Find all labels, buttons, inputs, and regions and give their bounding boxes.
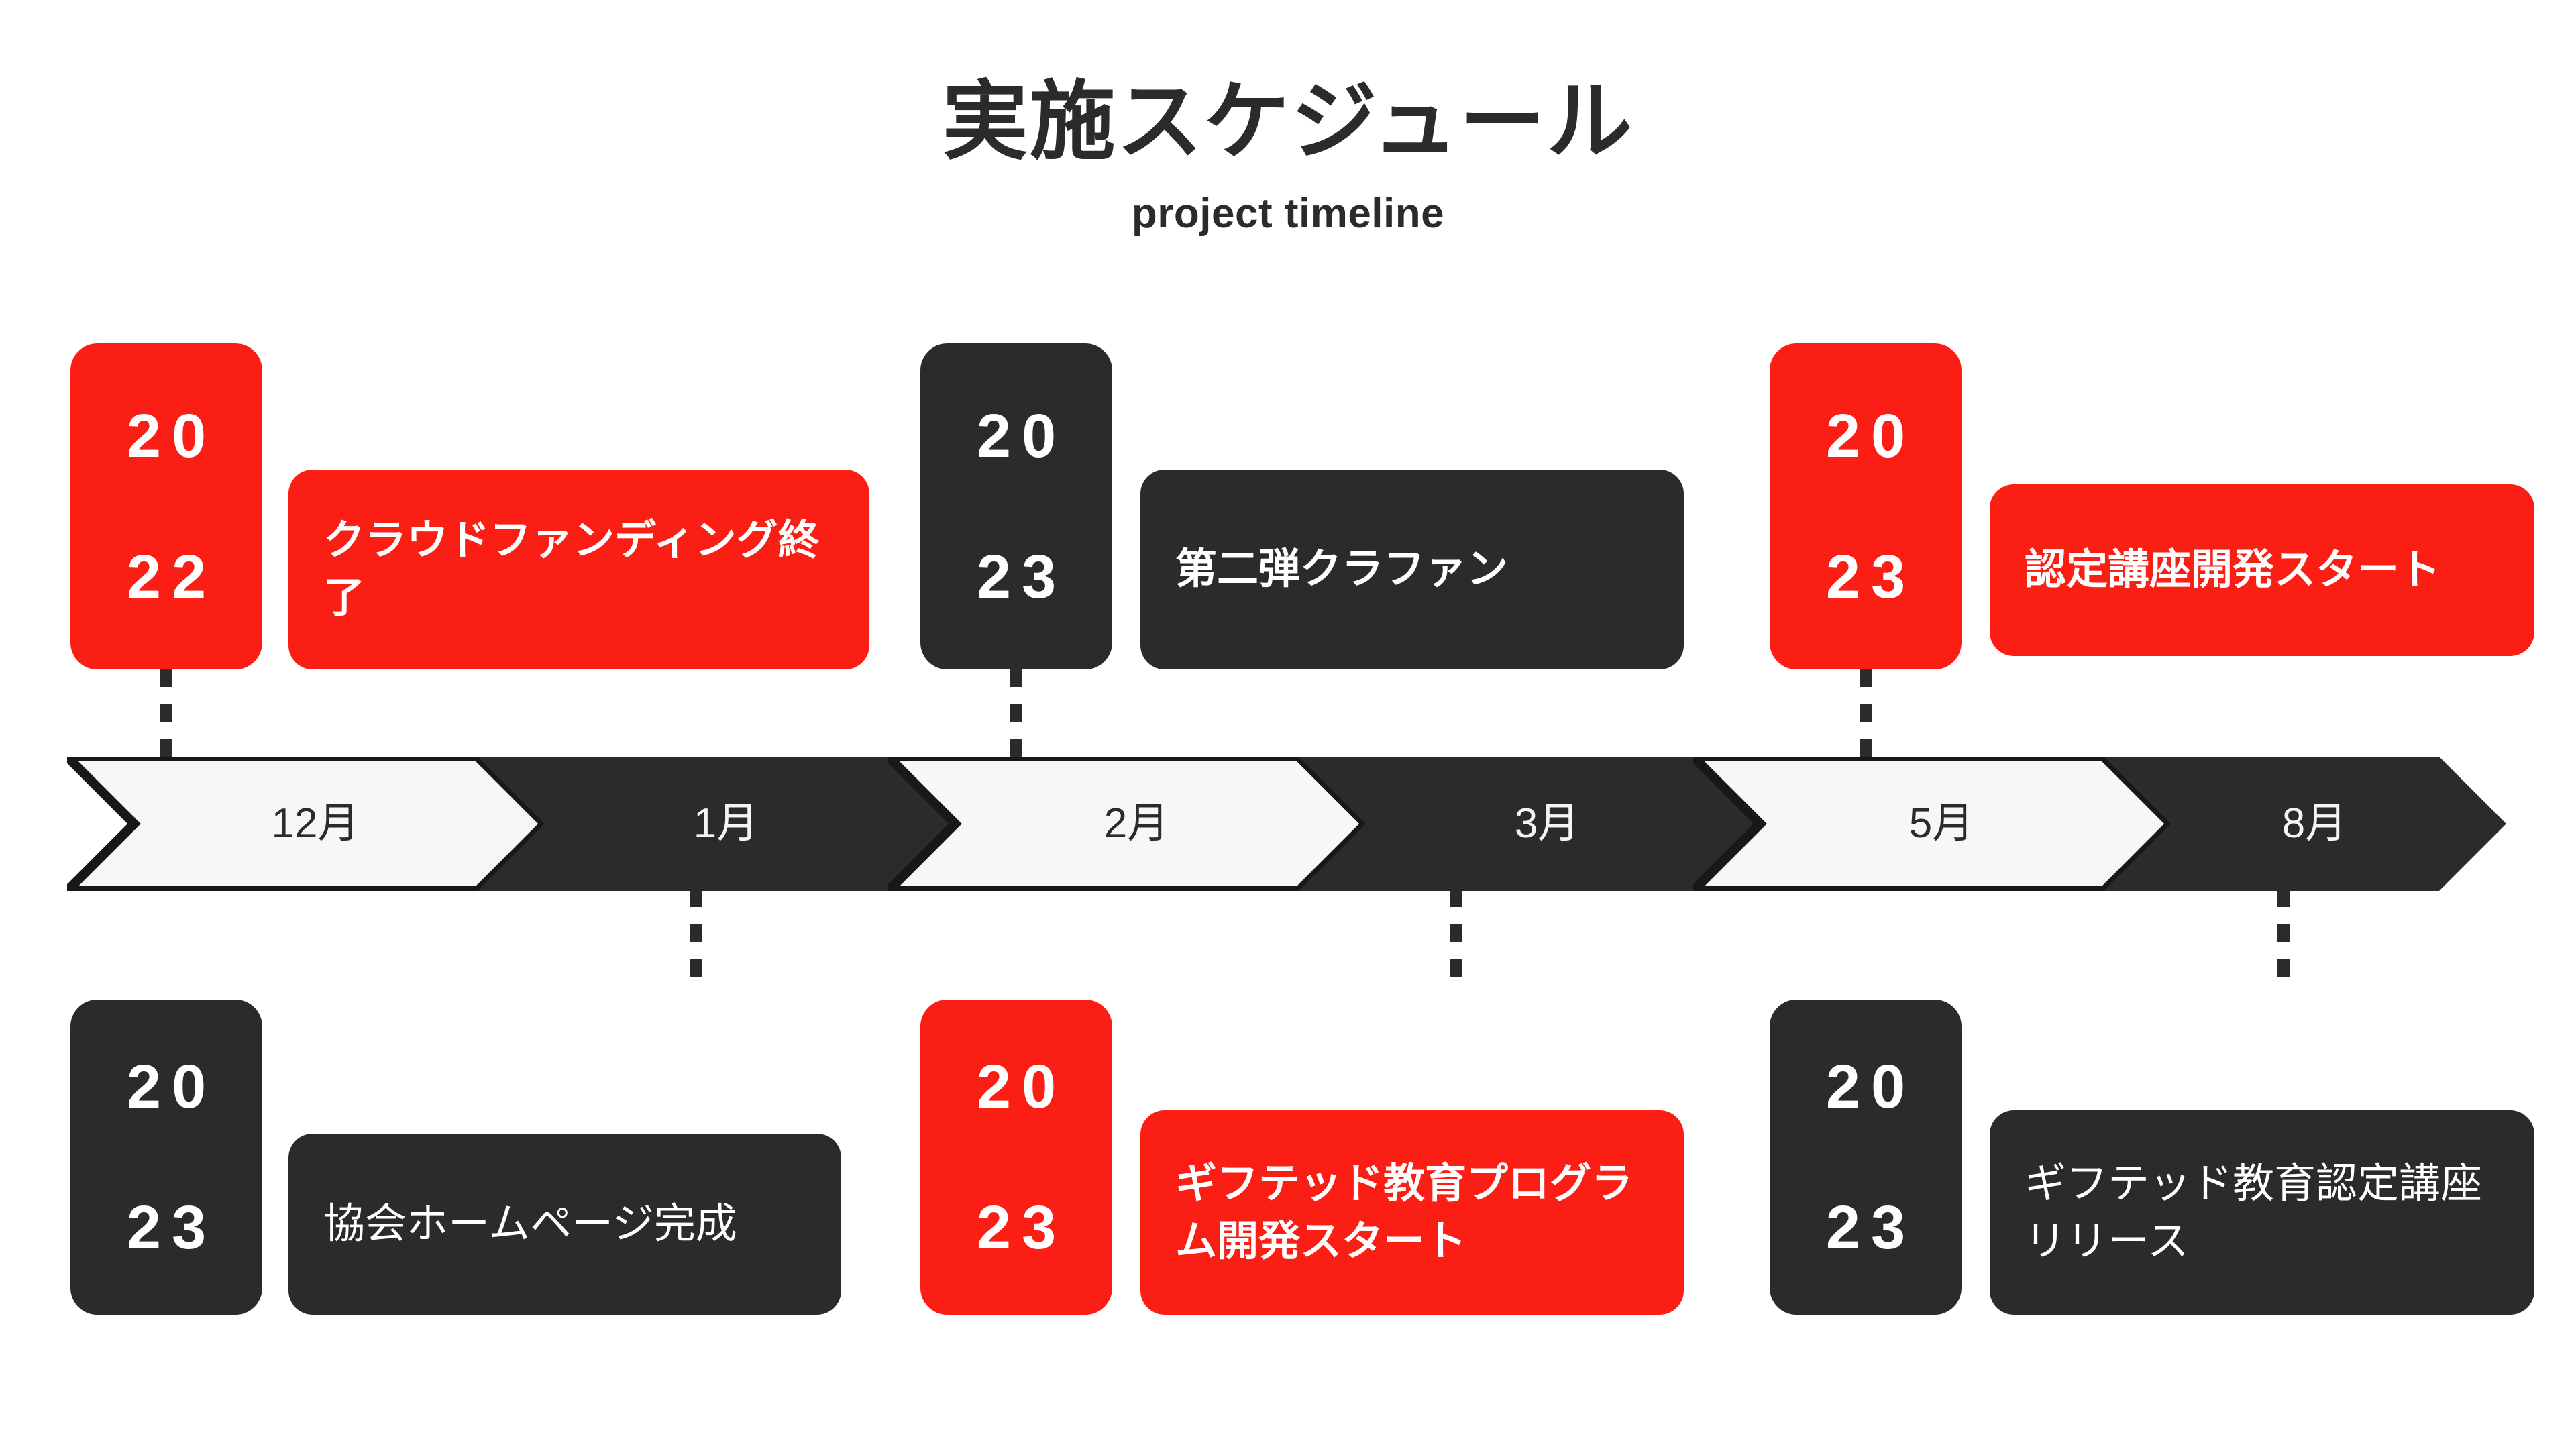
- year-badge-bottom-3: 20 23: [1770, 1000, 1962, 1315]
- timeline-month-3[interactable]: 3月: [1299, 757, 1776, 891]
- milestone-label-bottom-2: ギフテッド教育プログラム開発スタート: [1175, 1160, 1633, 1265]
- year-badge-top-2-line1: 20: [976, 402, 1067, 470]
- timeline-month-1[interactable]: 1月: [478, 757, 955, 891]
- year-badge-bottom-2-line2: 23: [976, 1193, 1067, 1262]
- timeline-month-label-1: 1月: [693, 800, 759, 847]
- chevron-shape-dark: [478, 757, 955, 891]
- milestone-label-top-2: 第二弾クラファン: [1175, 546, 1509, 593]
- milestone-card-top-1[interactable]: クラウドファンディング終了: [288, 470, 869, 669]
- connector-bottom-2: [1450, 890, 1462, 990]
- year-badge-bottom-1-line2: 23: [126, 1193, 217, 1262]
- chevron-shape-light: [67, 757, 545, 891]
- connector-top-1: [160, 669, 172, 761]
- timeline-month-label-3: 3月: [1514, 800, 1580, 847]
- milestone-label-bottom-3: ギフテッド教育認定講座リリース: [2025, 1160, 2483, 1265]
- year-badge-top-1-line2: 22: [126, 543, 217, 611]
- timeline-month-label-12: 12月: [271, 800, 360, 847]
- connector-bottom-1: [690, 890, 702, 990]
- milestone-label-bottom-1: 協会ホームページ完成: [323, 1201, 737, 1248]
- year-badge-bottom-1-line1: 20: [126, 1053, 217, 1121]
- timeline-month-label-8: 8月: [2282, 800, 2347, 847]
- chevron-shape-light: [1693, 757, 2171, 891]
- timeline-month-2[interactable]: 2月: [888, 757, 1366, 891]
- chevron-shape-dark-end: [2104, 757, 2506, 891]
- year-badge-bottom-1: 20 23: [70, 1000, 262, 1315]
- year-badge-bottom-3-line2: 23: [1825, 1193, 1917, 1262]
- year-badge-top-1: 20 22: [70, 343, 262, 669]
- page-title: 実施スケジュール: [942, 74, 1634, 170]
- milestone-label-top-3: 認定講座開発スタート: [2025, 547, 2441, 594]
- year-badge-top-1-line1: 20: [126, 402, 217, 470]
- chevron-shape-dark: [1299, 757, 1776, 891]
- milestone-card-bottom-1[interactable]: 協会ホームページ完成: [288, 1134, 841, 1315]
- header: 実施スケジュール project timeline: [0, 0, 2576, 235]
- timeline-month-5[interactable]: 5月: [1693, 757, 2171, 891]
- year-badge-top-2: 20 23: [920, 343, 1112, 669]
- page-subtitle: project timeline: [1131, 191, 1445, 237]
- milestone-label-top-1: クラウドファンディング終了: [323, 517, 820, 621]
- year-badge-top-3: 20 23: [1770, 343, 1962, 669]
- year-badge-bottom-2-line1: 20: [976, 1053, 1067, 1121]
- year-badge-top-2-line2: 23: [976, 543, 1067, 611]
- timeline-month-label-2: 2月: [1104, 800, 1169, 847]
- year-badge-bottom-3-line1: 20: [1825, 1053, 1917, 1121]
- milestone-card-top-2[interactable]: 第二弾クラファン: [1140, 470, 1684, 669]
- timeline-month-8[interactable]: 8月: [2104, 757, 2506, 891]
- milestone-card-top-3[interactable]: 認定講座開発スタート: [1990, 484, 2534, 656]
- connector-bottom-3: [2277, 890, 2290, 990]
- year-badge-top-3-line2: 23: [1825, 543, 1917, 611]
- year-badge-top-3-line1: 20: [1825, 402, 1917, 470]
- milestone-card-bottom-2[interactable]: ギフテッド教育プログラム開発スタート: [1140, 1110, 1684, 1315]
- year-badge-bottom-2: 20 23: [920, 1000, 1112, 1315]
- chevron-shape-light: [888, 757, 1366, 891]
- milestone-card-bottom-3[interactable]: ギフテッド教育認定講座リリース: [1990, 1110, 2534, 1315]
- timeline-bar: 12月 1月 2月: [0, 757, 2576, 891]
- timeline-month-12[interactable]: 12月: [67, 757, 545, 891]
- connector-top-2: [1010, 669, 1022, 761]
- connector-top-3: [1860, 669, 1872, 761]
- timeline-month-label-5: 5月: [1909, 800, 1974, 847]
